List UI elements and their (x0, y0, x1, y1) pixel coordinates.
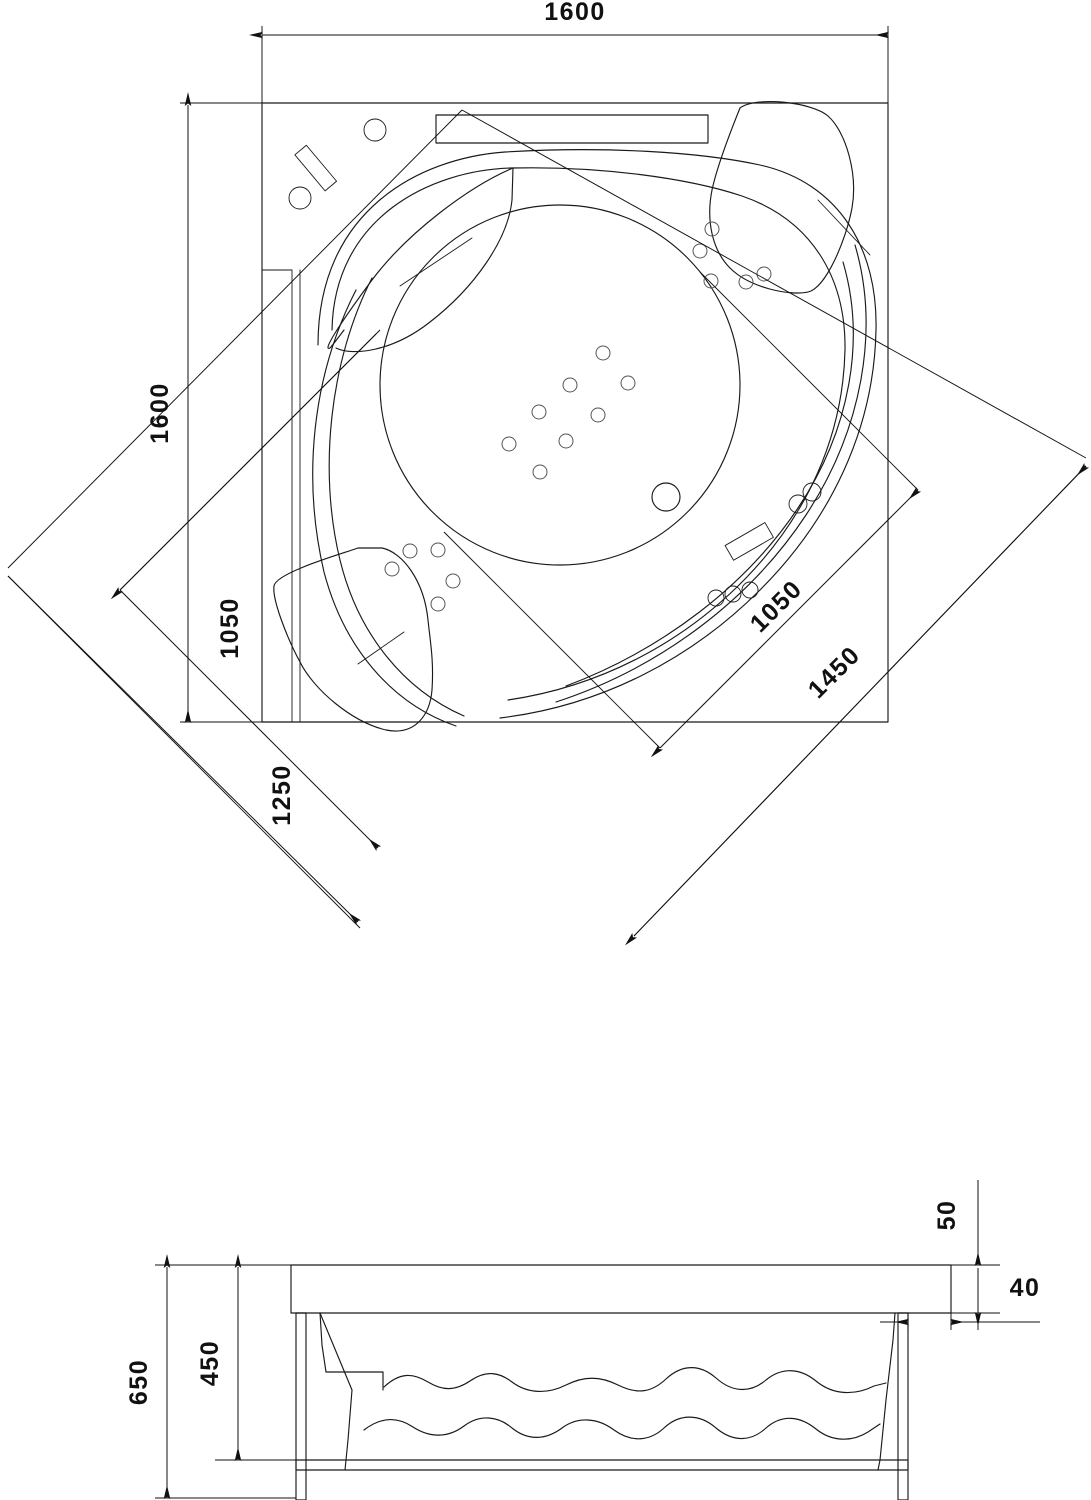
dimension-label-40: 40 (1010, 1274, 1041, 1302)
dimension-label-1250: 1250 (268, 764, 296, 826)
dimension-label-1050-left: 1050 (216, 597, 244, 659)
dimension-rim-overhang-40: 40 (880, 1274, 1040, 1330)
headrest-upper-right (709, 101, 871, 294)
tub-center-bowl (379, 204, 741, 566)
frame-legs (295, 1312, 909, 1500)
side-jets-right (692, 221, 772, 290)
air-jets-bottom (501, 345, 636, 480)
dimension-label-650: 650 (125, 1359, 153, 1405)
dimension-rim-thickness-50: 50 (933, 1180, 1000, 1326)
tub-inner-rim (317, 149, 877, 719)
dimension-height-650: 650 (125, 1254, 296, 1499)
side-jets-left (384, 542, 461, 612)
dimension-depth-450: 450 (196, 1254, 296, 1461)
overflow-drain (651, 482, 681, 512)
handle-left (288, 118, 387, 210)
left-skirt-panel (261, 269, 301, 723)
frame-base (295, 1459, 909, 1471)
headrest-lower-left (273, 547, 434, 732)
dimension-label-50: 50 (933, 1200, 961, 1231)
tub-body (319, 1312, 896, 1471)
tub-outer-square (261, 102, 889, 723)
dimension-label-1600-width: 1600 (544, 0, 606, 26)
plan-view: 1600 1600 (5, 0, 1090, 946)
diamond-frame (5, 110, 1088, 930)
waterfall-spout (435, 114, 709, 144)
dimension-width-1600: 1600 (249, 0, 889, 103)
control-panel (707, 482, 822, 607)
dimension-height-1600: 1600 (146, 92, 262, 723)
tub-shell-sweeps (312, 244, 867, 727)
dimension-label-1050-right: 1050 (745, 575, 808, 638)
dimension-label-1600-height: 1600 (146, 382, 174, 444)
water-waves (363, 1367, 887, 1440)
dimension-label-450: 450 (196, 1340, 224, 1386)
tub-rim-slab (290, 1264, 952, 1314)
elevation-view: 650 450 50 40 (125, 1180, 1040, 1500)
headrest-upper-left (327, 167, 514, 353)
diagonal-dimension-network (7, 109, 1090, 946)
dimension-label-1450: 1450 (803, 641, 866, 704)
